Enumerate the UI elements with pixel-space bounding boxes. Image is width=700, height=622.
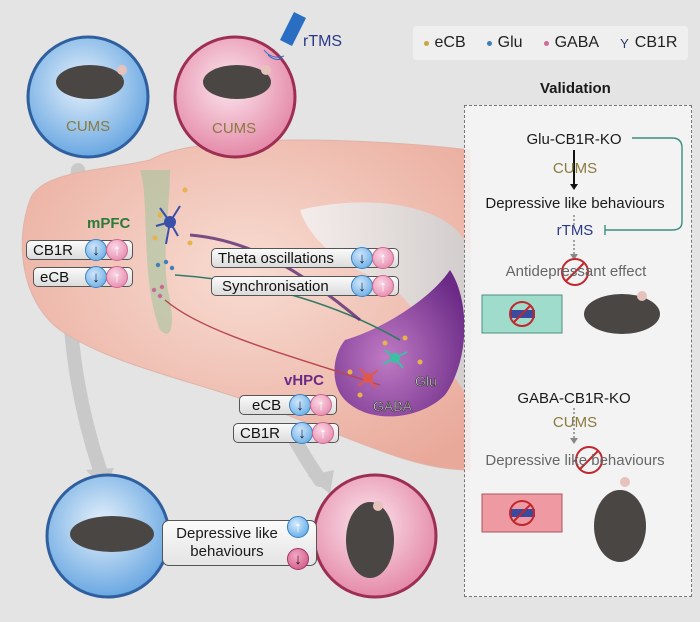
gaba-ko-cums-label: CUMS	[552, 414, 598, 431]
glu-dot-icon	[486, 40, 492, 46]
ecb-dot-icon	[423, 40, 429, 46]
outcome-label-line2: behaviours	[190, 543, 264, 560]
glu-dots	[155, 259, 175, 271]
top-control-mouse-circle	[26, 35, 150, 159]
arrow-up-icon: ↑	[372, 247, 394, 269]
top-treated-cums-label: CUMS	[212, 120, 257, 137]
arrowhead-right	[308, 470, 334, 494]
mpfc-cb1r-marker: CB1R ↓ ↑	[26, 239, 133, 261]
legend-item-glu: Glu	[486, 34, 523, 52]
gaba-ko-model-label: GABA-CB1R-KO	[517, 390, 631, 407]
bottom-treated-mouse-circle	[312, 473, 438, 599]
cb1r-receptor-icon: Y	[620, 35, 629, 51]
gaba-knockout-gene-icon	[481, 493, 563, 533]
glu-ko-model-label: Glu-CB1R-KO	[526, 131, 622, 148]
arrow-down-icon: ↓	[351, 275, 373, 297]
arrow-up-icon: ↑	[106, 239, 128, 261]
theta-oscillations-marker: Theta oscillations ↓ ↑	[211, 247, 399, 269]
glu-ko-rtms-label: rTMS	[556, 222, 594, 239]
glu-ko-cums-label: CUMS	[552, 160, 598, 177]
arrow-down-icon: ↓	[287, 548, 309, 570]
top-treated-mouse-circle	[173, 35, 297, 159]
top-control-cums-label: CUMS	[66, 118, 111, 135]
vhpc-label: vHPC	[284, 372, 325, 389]
arrow-down-icon: ↓	[351, 247, 373, 269]
arrow-up-icon: ↑	[310, 394, 332, 416]
outcome-label-line1: Depressive like	[176, 525, 278, 542]
arrow-up-icon: ↑	[372, 275, 394, 297]
rtms-coil-icon	[263, 12, 306, 60]
glu-ko-result-label: Depressive like behaviours	[485, 195, 665, 212]
arrow-up-icon: ↑	[287, 516, 309, 538]
mpfc-neuron	[155, 205, 181, 245]
gaba-dots	[151, 284, 165, 299]
vhpc-gaba-neuron	[357, 367, 379, 389]
arrow-up-icon: ↑	[312, 422, 334, 444]
legend-item-cb1r: Y CB1R	[620, 34, 678, 51]
glu-ko-mouse-illustration	[584, 291, 660, 334]
arrow-down-icon: ↓	[291, 422, 313, 444]
synchronisation-marker: Synchronisation ↓ ↑	[211, 275, 399, 297]
blocked-depressive-label: Depressive like behaviours	[485, 452, 665, 469]
legend-item-gaba: GABA	[543, 34, 599, 52]
mpfc-region	[140, 170, 172, 334]
glu-neuron-label: Glu	[415, 373, 437, 390]
legend-item-ecb: eCB	[423, 34, 466, 52]
mpfc-ecb-marker: eCB ↓ ↑	[33, 266, 133, 288]
mpfc-label: mPFC	[87, 215, 131, 232]
vhpc-glu-neuron	[382, 349, 408, 369]
gaba-neuron-label: GABA	[373, 398, 413, 415]
brain-illustration	[21, 139, 471, 471]
vhpc-ecb-marker: eCB ↓ ↑	[239, 394, 337, 416]
ecb-dots	[152, 187, 423, 398]
gaba-dot-icon	[543, 40, 549, 46]
validation-title: Validation	[540, 80, 611, 97]
glu-knockout-gene-icon	[481, 294, 563, 334]
no-symbol-icon	[561, 258, 589, 286]
gaba-projection	[164, 299, 381, 386]
no-symbol-icon	[575, 446, 603, 474]
blocked-antidepressant-label: Antidepressant effect	[505, 263, 647, 280]
legend: eCB Glu GABA Y CB1R	[413, 26, 688, 60]
arrow-up-icon: ↑	[106, 266, 128, 288]
rtms-label: rTMS	[303, 33, 343, 50]
gaba-ko-mouse-illustration	[594, 477, 646, 562]
vhpc-cb1r-marker: CB1R ↓ ↑	[233, 422, 339, 444]
rtms-inhibition-line	[605, 137, 683, 231]
